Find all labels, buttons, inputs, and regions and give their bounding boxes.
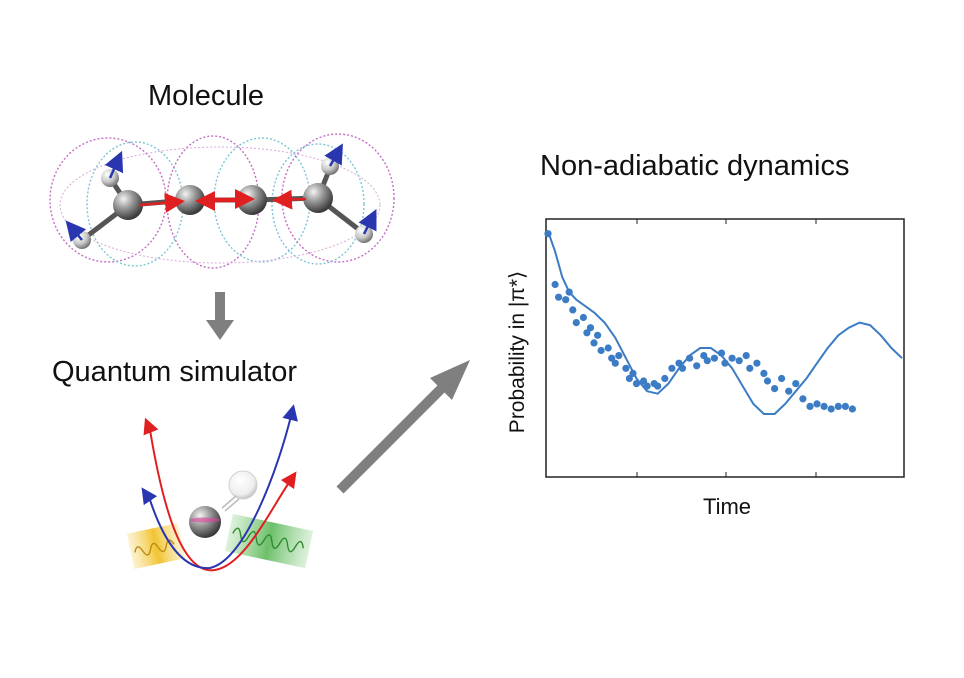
chart-tick-marks: [636, 219, 817, 477]
chart-data-point: [735, 357, 743, 365]
chart-data-point: [608, 354, 616, 362]
chart-data-point: [565, 288, 573, 296]
diagonal-arrow-icon: [336, 360, 470, 494]
chart-data-point: [686, 354, 694, 362]
chart-x-axis-label: Time: [703, 494, 751, 519]
chart-points-layer: [544, 230, 857, 413]
chart-data-point: [583, 329, 591, 337]
chart-data-point: [693, 362, 701, 370]
chart-data-point: [604, 344, 612, 352]
chart-data-point: [848, 405, 857, 413]
quantum-simulator-title: Quantum simulator: [52, 356, 297, 388]
chart-data-point: [562, 296, 570, 304]
chart-data-point: [721, 359, 729, 367]
molecule-title: Molecule: [148, 80, 265, 112]
chart-data-point: [785, 387, 793, 395]
chart-data-point: [753, 359, 761, 367]
dynamics-title: Non-adiabatic dynamics: [540, 150, 850, 182]
chart-series-line: [547, 230, 903, 415]
chart-data-point: [555, 293, 563, 301]
chart-data-point: [703, 357, 711, 365]
chart-line-layer: [547, 230, 903, 415]
chart-data-point: [799, 395, 807, 403]
chart-data-point: [763, 377, 772, 385]
chart-data-point: [611, 359, 619, 367]
chart-data-point: [640, 377, 648, 385]
molecule-displacement-arrows: [65, 143, 377, 243]
chart-data-point: [675, 359, 683, 367]
chart-data-point: [678, 364, 687, 372]
chart-data-point: [746, 364, 754, 372]
molecule-illustration: [49, 133, 395, 269]
chart-data-point: [813, 400, 821, 408]
chart-data-point: [700, 352, 708, 360]
chart-data-point: [594, 331, 602, 339]
chart-data-point: [625, 374, 634, 383]
chart-data-point: [661, 374, 669, 383]
chart-y-axis-label: Probability in |π*⟩: [506, 271, 529, 433]
chart-data-point: [632, 380, 641, 388]
quantum-simulator-illustration: [126, 404, 314, 572]
chart-data-point: [728, 354, 736, 362]
chart-data-point: [590, 339, 598, 347]
chart-data-point: [586, 324, 595, 332]
down-arrow-icon: [206, 292, 234, 340]
chart-data-point: [643, 382, 651, 390]
chart-data-point: [668, 364, 676, 372]
chart-data-point: [820, 402, 828, 410]
chart-data-point: [544, 230, 552, 238]
chart-data-point: [717, 349, 726, 357]
chart-data-point: [569, 306, 577, 314]
chart-data-point: [742, 352, 750, 360]
chart-data-point: [834, 402, 842, 410]
chart-data-point: [622, 364, 630, 372]
chart-data-point: [771, 385, 779, 393]
chart-data-point: [572, 319, 580, 327]
chart-data-point: [597, 346, 605, 355]
chart-data-point: [629, 369, 637, 377]
chart-data-point: [806, 402, 814, 410]
chart-data-point: [827, 405, 835, 413]
dynamics-chart: Time Probability in |π*⟩: [506, 218, 905, 519]
chart-frame: [545, 218, 905, 478]
chart-data-point: [551, 280, 559, 289]
chart-data-point: [792, 380, 800, 388]
chart-data-point: [778, 374, 786, 383]
chart-data-point: [615, 352, 623, 360]
chart-data-point: [654, 382, 662, 390]
chart-data-point: [760, 369, 768, 377]
chart-data-point: [579, 313, 588, 322]
chart-data-point: [710, 354, 719, 362]
chart-data-point: [841, 402, 850, 410]
